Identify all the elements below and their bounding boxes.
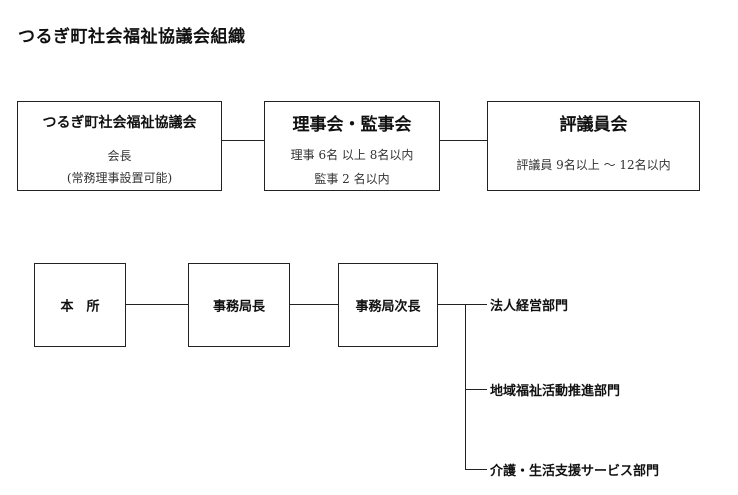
deputy-secretary-label: 事務局次長	[355, 299, 421, 315]
connector-deputy-departments	[438, 304, 487, 305]
department-label: 介護・生活支援サービス部門	[490, 464, 660, 479]
council-role: 会長	[107, 149, 132, 163]
connector-department-3	[465, 469, 487, 470]
board-auditors: 監事 2 名以内	[314, 172, 390, 186]
connector-office-secretary	[126, 304, 188, 305]
council-note: (常務理事設置可能)	[66, 171, 173, 185]
head-office-box: 本 所	[34, 263, 126, 347]
council-box: つるぎ町社会福祉協議会 会長 (常務理事設置可能)	[17, 101, 222, 191]
connector-secretary-deputy	[290, 304, 338, 305]
department-label: 地域福祉活動推進部門	[490, 384, 621, 399]
board-name: 理事会・監事会	[292, 115, 412, 135]
connector-board-trustees	[440, 140, 487, 141]
head-office-label: 本 所	[60, 299, 100, 315]
page-title: つるぎ町社会福祉協議会組織	[18, 27, 246, 47]
connector-department-2	[465, 389, 487, 390]
trustees-name: 評議員会	[559, 115, 628, 135]
department-trunk-line	[465, 304, 466, 469]
trustees-members: 評議員 9名以上 ～ 12名以内	[516, 158, 671, 172]
deputy-secretary-box: 事務局次長	[338, 263, 438, 347]
trustees-box: 評議員会 評議員 9名以上 ～ 12名以内	[487, 101, 700, 191]
board-directors: 理事 6名 以上 8名以内	[290, 148, 414, 162]
council-name: つるぎ町社会福祉協議会	[42, 115, 197, 131]
secretary-general-box: 事務局長	[188, 263, 290, 347]
department-label: 法人経営部門	[490, 299, 569, 314]
connector-council-board	[222, 140, 264, 141]
secretary-general-label: 事務局長	[212, 299, 265, 315]
board-box: 理事会・監事会 理事 6名 以上 8名以内 監事 2 名以内	[264, 101, 440, 191]
